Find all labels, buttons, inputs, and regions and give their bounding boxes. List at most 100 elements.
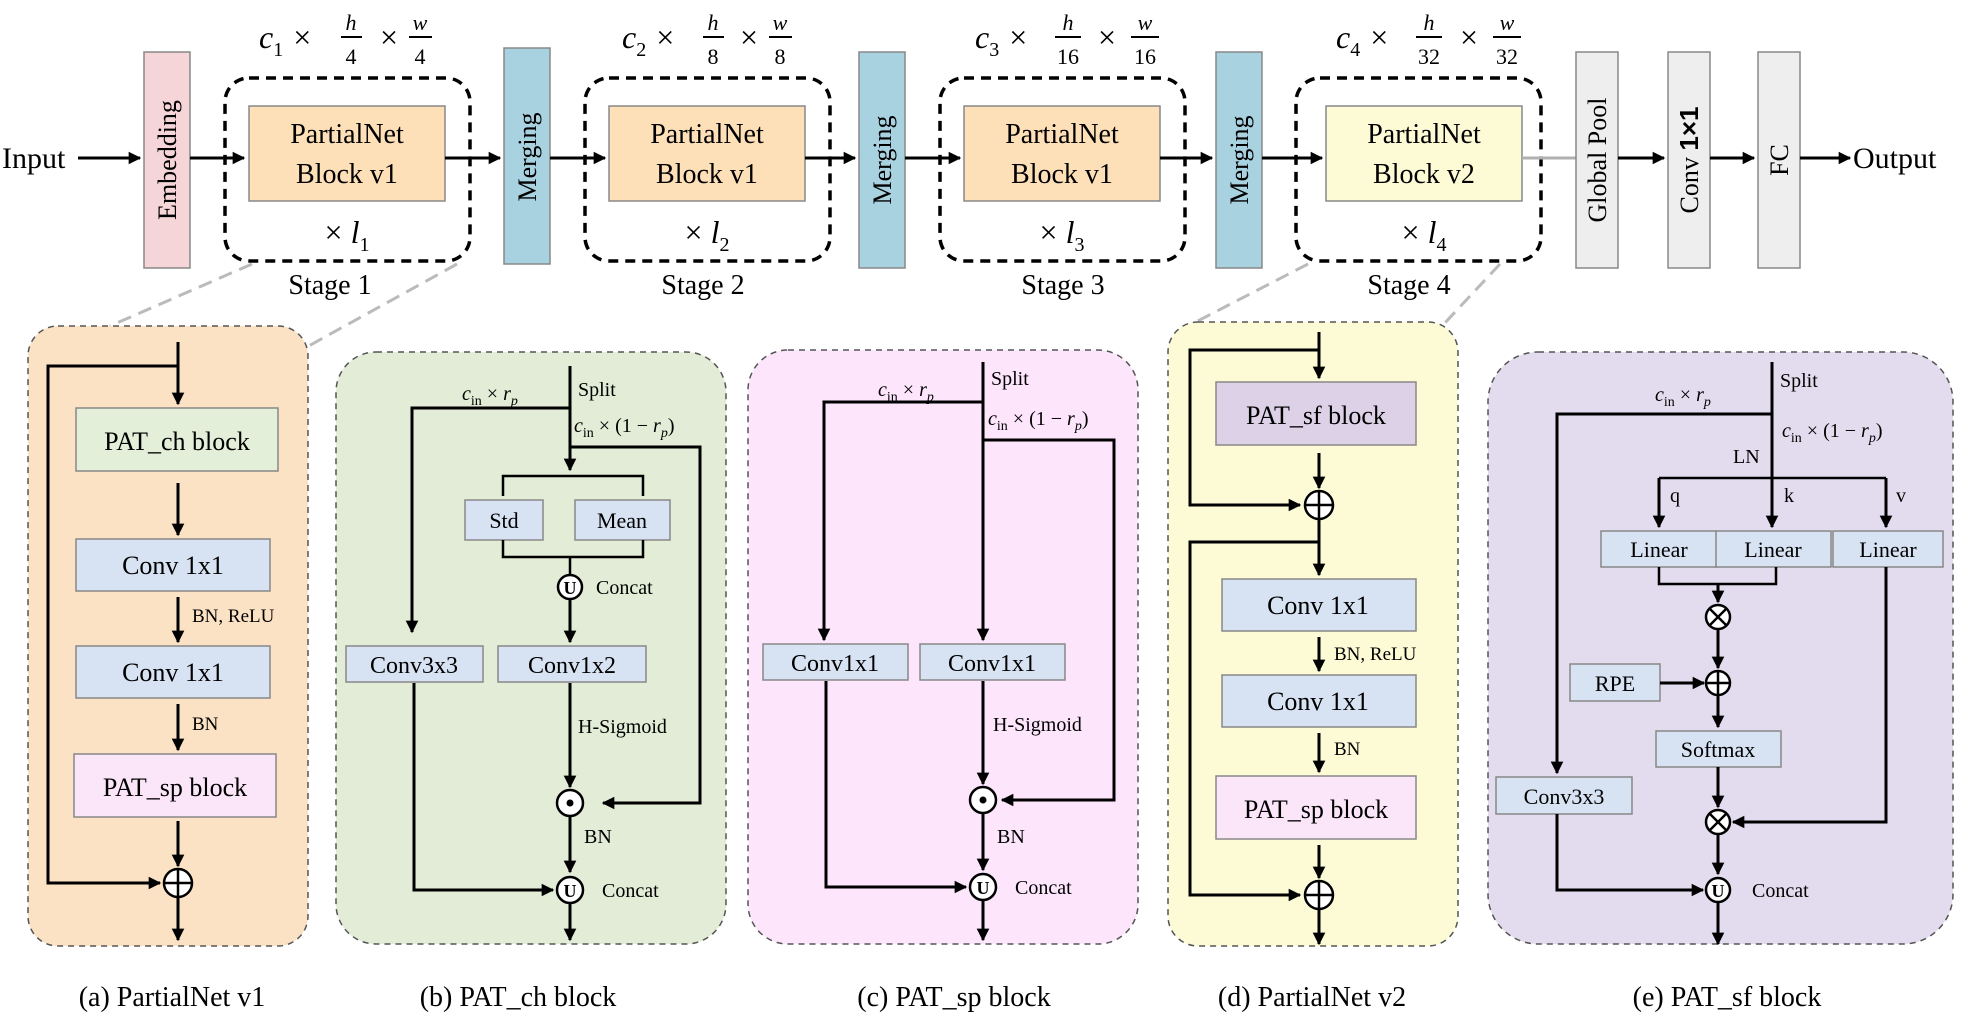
embedding-box [143, 51, 191, 269]
conv2-box [1221, 674, 1417, 728]
merging-box-1 [503, 47, 551, 265]
fc-box [1757, 51, 1801, 269]
global-pool-label: Global Pool [1583, 98, 1612, 223]
pat-sp-box [73, 753, 277, 818]
top-pipeline: Input Embedding PartialNet Block v1 ×l1 … [2, 10, 1937, 301]
stage-1-repeat: ×l1 [325, 214, 370, 256]
cin-1rp-label: cin×(1 − rp) [988, 408, 1088, 434]
matmul-op-icon-2 [1704, 808, 1732, 836]
cin-rp-label: cin×rp [878, 379, 934, 405]
caption-a: (a) PartialNet v1 [79, 982, 266, 1013]
std-box [464, 499, 544, 541]
stage-1-h-div: 4 [346, 44, 357, 69]
rpe-label: RPE [1595, 671, 1635, 696]
ln-label: LN [1733, 446, 1760, 468]
softmax-box [1655, 730, 1782, 768]
stage-3-block-line1: PartialNet [1005, 119, 1119, 150]
stage-1-block [248, 105, 446, 202]
add-op-icon [162, 867, 194, 899]
linear-k-box [1715, 530, 1832, 568]
pat-sf-label: PAT_sf block [1246, 401, 1386, 430]
pat-sp-label: PAT_sp block [1244, 795, 1388, 824]
linear-q-label: Linear [1630, 537, 1688, 562]
stage-3-repeat: ×l3 [1040, 214, 1085, 256]
stage-2-shape: c2× [622, 19, 674, 61]
pat-sp-label: PAT_sp block [103, 773, 247, 802]
stage-4-block-line1: PartialNet [1367, 119, 1481, 150]
rpe-box [1569, 663, 1661, 702]
stage-1-w: w [413, 10, 428, 35]
stage-3-block-line2: Block v1 [1011, 159, 1113, 190]
stage-4-w: w [1500, 10, 1515, 35]
bn-label: BN [1334, 739, 1361, 760]
caption-b: (b) PAT_ch block [420, 982, 617, 1013]
stage-1-w-div: 4 [415, 44, 426, 69]
conv-left-label: Conv1x1 [791, 651, 879, 677]
add-op-icon-2 [1303, 879, 1335, 911]
multiply-op-icon [968, 785, 998, 815]
v-label: v [1896, 485, 1906, 507]
cin-rp-label: cin×rp [462, 383, 518, 409]
softmax-label: Softmax [1681, 737, 1756, 762]
svg-text:U: U [977, 878, 990, 898]
stage-2-repeat: ×l2 [685, 214, 730, 256]
cin-1rp-label: cin×(1 − rp) [1782, 420, 1882, 446]
pat-ch-label: PAT_ch block [104, 427, 250, 456]
stage-4-block-line2: Block v2 [1373, 159, 1475, 190]
output-label: Output [1853, 142, 1937, 175]
stage-3-label: Stage 3 [1021, 270, 1104, 301]
conv2-box [75, 645, 271, 699]
linear-v-label: Linear [1859, 537, 1917, 562]
bn-label: BN [192, 714, 219, 735]
fc-label: FC [1765, 144, 1794, 176]
stage-2-block-line2: Block v1 [656, 159, 758, 190]
stage-2-times2: × [740, 19, 758, 55]
conv3-label: Conv3x3 [1524, 784, 1605, 809]
merging-label-3: Merging [1225, 115, 1254, 204]
stage-3-block [963, 105, 1161, 202]
bn-relu-label: BN, ReLU [1334, 644, 1417, 665]
concat-label: Concat [1752, 880, 1809, 902]
stage-3-w-div: 16 [1134, 44, 1156, 69]
stage-2-w-div: 8 [775, 44, 786, 69]
merging-box-2 [858, 51, 906, 269]
caption-d: (d) PartialNet v2 [1218, 982, 1406, 1013]
conv-left-box [762, 643, 909, 681]
concat-icon: U [1704, 876, 1732, 904]
stage-1-shape: c1× [259, 19, 311, 61]
mean-label: Mean [597, 508, 647, 533]
merging-label-1: Merging [513, 112, 542, 201]
stage-4-w-div: 32 [1496, 44, 1518, 69]
std-label: Std [489, 508, 518, 533]
conv3-box [1495, 776, 1633, 815]
conv3-box [345, 645, 484, 683]
stage-4-label: Stage 4 [1367, 270, 1450, 301]
stage-1-block-line2: Block v1 [296, 159, 398, 190]
embedding-label: Embedding [153, 100, 182, 220]
stage-2-w: w [773, 10, 788, 35]
panel-c: Split cin×rp cin×(1 − rp) Conv1x1 Conv1x… [747, 349, 1139, 1013]
concat-bot-icon: U [555, 875, 585, 905]
stage-4-block [1325, 105, 1523, 202]
svg-text:U: U [564, 881, 577, 901]
stage-4-repeat: ×l4 [1402, 214, 1447, 256]
linear-k-label: Linear [1744, 537, 1802, 562]
concat-icon: U [968, 872, 998, 902]
stage-3-w: w [1138, 10, 1153, 35]
add-op-icon-1 [1303, 489, 1335, 521]
multiply-op-icon [555, 788, 585, 818]
hsig-label: H-Sigmoid [993, 714, 1082, 736]
stage-2-h-div: 8 [708, 44, 719, 69]
stage-3-shape: c3× [975, 19, 1027, 61]
conv1-label: Conv 1x1 [122, 551, 224, 580]
caption-e: (e) PAT_sf block [1633, 982, 1822, 1013]
pat-sf-box [1215, 381, 1417, 446]
stage-4-shape: c4× [1336, 19, 1388, 61]
pat-sp-box [1215, 775, 1417, 840]
conv1x1-box [1667, 51, 1711, 269]
linear-v-box [1832, 530, 1944, 568]
conv3-label: Conv3x3 [370, 653, 458, 679]
stage-2-label: Stage 2 [661, 270, 744, 301]
conv1-box [75, 538, 271, 592]
cin-rp-label: cin×rp [1655, 384, 1711, 410]
